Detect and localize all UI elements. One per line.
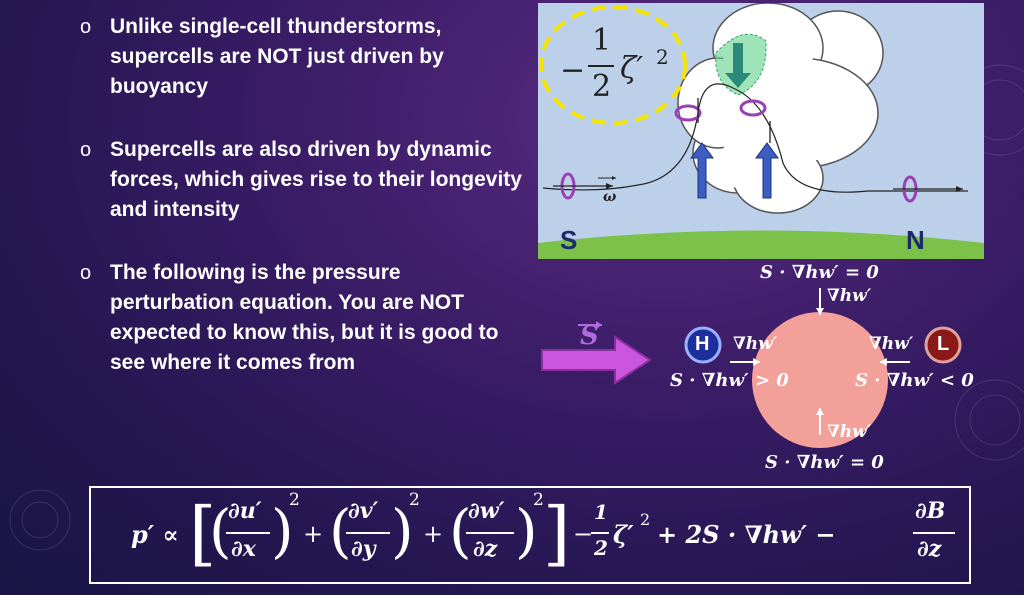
half-numerator: 1: [594, 500, 608, 524]
fraction-bar: [591, 532, 609, 534]
high-pressure-icon: [684, 326, 722, 364]
fraction-bar: [913, 532, 955, 534]
bullet-list: o Unlike single-cell thunderstorms, supe…: [80, 12, 530, 411]
updraft-arrow-icon: [690, 142, 779, 199]
half-denominator: 2: [594, 536, 608, 560]
top-condition: S · ∇hw′ = 0: [760, 262, 879, 283]
fraction-bar: [588, 65, 614, 67]
open-bracket: [: [189, 492, 217, 574]
left-condition: S · ∇hw′ > 0: [670, 370, 789, 391]
term-numerator: ∂u′: [228, 498, 262, 524]
open-paren: (: [449, 497, 472, 565]
pressure-perturbation-equation: p′ ∝ [ ( ∂u′ ∂x ) 2 + ( ∂v′ ∂y ) 2 + ( ∂…: [89, 486, 971, 584]
fraction-bar: [226, 532, 270, 534]
minus-sign: −: [560, 53, 586, 88]
omega-label: ω: [603, 189, 617, 205]
zeta-symbol: ζ′: [613, 520, 634, 549]
open-paren: (: [209, 497, 232, 565]
bullet-marker: o: [80, 262, 92, 284]
bullet-item: o Unlike single-cell thunderstorms, supe…: [80, 12, 530, 102]
exponent: 2: [533, 490, 544, 510]
term-denominator: ∂z: [473, 536, 498, 562]
bullet-marker: o: [80, 16, 92, 38]
open-paren: (: [329, 497, 352, 565]
low-label: L: [937, 333, 950, 355]
buoyancy-denominator: ∂z: [917, 536, 942, 562]
left-gradient-label: ∇hw′: [733, 334, 778, 354]
plus-sign: +: [303, 520, 324, 548]
south-label: S: [560, 225, 578, 255]
shear-vector: S: [540, 315, 655, 390]
high-label: H: [695, 333, 710, 355]
bullet-marker: o: [80, 139, 92, 161]
shear-arrow-icon: [541, 335, 652, 385]
bullet-item: o The following is the pressure perturba…: [80, 258, 530, 378]
equation-lhs: p′ ∝: [131, 520, 179, 549]
fraction-bar: [466, 532, 514, 534]
zeta-term: − 1 2 ζ′ 2: [560, 23, 690, 113]
fraction-numerator: 1: [592, 23, 612, 58]
shear-term: + 2S · ∇hw′ −: [657, 520, 836, 549]
shear-vector-label: S: [580, 321, 599, 351]
bullet-item: o Supercells are also driven by dynamic …: [80, 135, 530, 225]
minus-sign: −: [573, 520, 594, 548]
bullet-text: Unlike single-cell thunderstorms, superc…: [110, 15, 444, 98]
term-numerator: ∂v′: [348, 498, 379, 524]
north-label: N: [906, 225, 925, 255]
exponent: 2: [640, 510, 651, 529]
close-paren: ): [391, 497, 414, 565]
term-denominator: ∂x: [231, 536, 256, 562]
ground: [538, 230, 984, 259]
pressure-circle: [752, 312, 888, 448]
top-gradient-label: ∇hw′: [827, 286, 872, 306]
low-pressure-icon: [924, 326, 962, 364]
close-paren: ): [271, 497, 294, 565]
vortex-line: [542, 83, 968, 193]
zeta-symbol: ζ′: [620, 51, 644, 86]
fraction-denominator: 2: [592, 69, 612, 104]
pressure-diagram: S · ∇hw′ = 0 ∇hw′ ∇hw′ S · ∇hw′ = 0 ∇hw′…: [665, 260, 995, 480]
term-denominator: ∂y: [351, 536, 376, 562]
exponent: 2: [656, 45, 669, 69]
exponent: 2: [409, 490, 420, 510]
storm-diagram: − 1 2 ζ′ 2 ω S N: [538, 3, 984, 259]
close-paren: ): [515, 497, 538, 565]
buoyancy-numerator: ∂B: [915, 498, 946, 524]
highlight-circle: [539, 5, 687, 125]
close-bracket: ]: [543, 492, 571, 574]
bottom-condition: S · ∇hw′ = 0: [765, 452, 884, 473]
bullet-text: Supercells are also driven by dynamic fo…: [110, 138, 522, 221]
fraction-bar: [346, 532, 390, 534]
term-numerator: ∂w′: [468, 498, 505, 524]
plus-sign: +: [423, 520, 444, 548]
exponent: 2: [289, 490, 300, 510]
right-gradient-label: ∇hw′: [869, 334, 914, 354]
bottom-gradient-label: ∇hw′: [827, 422, 872, 442]
right-condition: S · ∇hw′ < 0: [855, 370, 974, 391]
bullet-text: The following is the pressure perturbati…: [110, 261, 499, 374]
